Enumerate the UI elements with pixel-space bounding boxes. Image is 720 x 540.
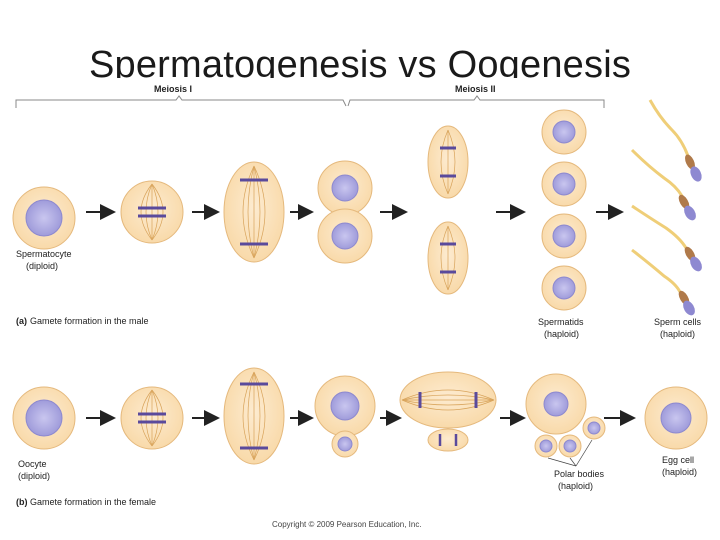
female-anaphase-1-cell bbox=[223, 367, 285, 465]
spermatid-cells bbox=[541, 109, 587, 311]
egg-cell-sublabel: (haploid) bbox=[662, 467, 697, 477]
spermatocyte-sublabel: (diploid) bbox=[26, 261, 58, 271]
oocyte-cell bbox=[12, 386, 76, 450]
meiosis-diagram: Meiosis I Meiosis II bbox=[12, 84, 708, 529]
polar-bodies-label: Polar bodies bbox=[554, 469, 605, 479]
male-anaphase-1-cell bbox=[223, 161, 285, 263]
meiosis-figure: Meiosis I Meiosis II bbox=[0, 78, 720, 540]
male-telophase-1-cells bbox=[317, 160, 373, 264]
meiosis-2-label: Meiosis II bbox=[455, 84, 496, 94]
female-meiosis-2-cell bbox=[399, 371, 497, 452]
meiosis-1-label: Meiosis I bbox=[154, 84, 192, 94]
oocyte-label: Oocyte bbox=[18, 459, 47, 469]
sperm-cells bbox=[630, 99, 702, 316]
spermatids-sublabel: (haploid) bbox=[544, 329, 579, 339]
male-metaphase-1-cell bbox=[120, 180, 184, 244]
female-caption-letter: (b) bbox=[16, 497, 28, 507]
spermatocyte-label: Spermatocyte bbox=[16, 249, 72, 259]
sperm-label: Sperm cells bbox=[654, 317, 702, 327]
polar-bodies-group bbox=[525, 373, 606, 467]
oocyte-sublabel: (diploid) bbox=[18, 471, 50, 481]
male-caption-letter: (a) bbox=[16, 316, 27, 326]
copyright-text: Copyright © 2009 Pearson Education, Inc. bbox=[272, 520, 422, 529]
female-telophase-1-cells bbox=[314, 375, 376, 458]
egg-cell bbox=[644, 386, 708, 450]
polar-bodies-sublabel: (haploid) bbox=[558, 481, 593, 491]
male-meiosis-2-cells bbox=[427, 125, 469, 295]
spermatids-label: Spermatids bbox=[538, 317, 584, 327]
female-metaphase-1-cell bbox=[120, 386, 184, 450]
spermatocyte-cell bbox=[12, 186, 76, 250]
female-caption: Gamete formation in the female bbox=[30, 497, 156, 507]
egg-cell-label: Egg cell bbox=[662, 455, 694, 465]
sperm-sublabel: (haploid) bbox=[660, 329, 695, 339]
female-row: Oocyte (diploid) (b) Gamete formation in… bbox=[12, 367, 708, 507]
male-caption: Gamete formation in the male bbox=[30, 316, 149, 326]
phase-brackets bbox=[15, 95, 605, 108]
male-row: Spermatocyte (diploid) (a) Gamete format… bbox=[12, 99, 702, 339]
